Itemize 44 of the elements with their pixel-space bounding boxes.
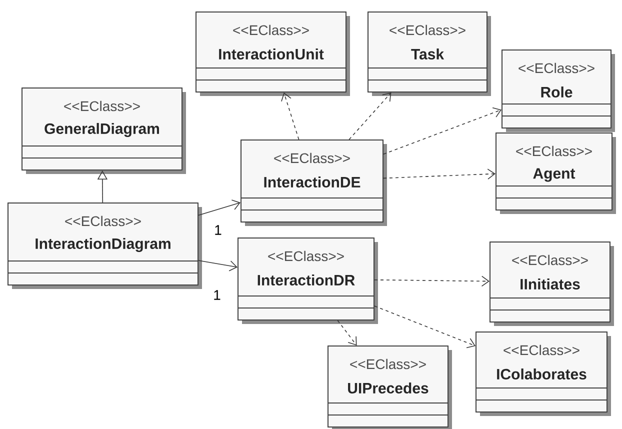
dependency-arrow	[374, 276, 490, 287]
stereotype-label: <<EClass>>	[64, 100, 140, 112]
dependency-arrow	[281, 92, 300, 140]
class-name: InteractionDR	[258, 274, 355, 286]
dependency-arrow	[383, 168, 496, 180]
class-box	[502, 50, 615, 132]
stereotype-label: <<EClass>>	[518, 62, 594, 74]
class-name: Task	[411, 48, 444, 60]
class-box	[8, 202, 202, 289]
stereotype-label: <<EClass>>	[350, 358, 426, 370]
class-box	[328, 346, 452, 429]
class-name: Role	[541, 86, 572, 98]
class-name: InteractionDiagram	[36, 238, 170, 252]
class-name: InteractionUnit	[219, 48, 324, 60]
class-box	[496, 132, 616, 214]
stereotype-label: <<EClass>>	[512, 254, 588, 266]
dependency-arrow	[337, 320, 357, 346]
class-name: InteractionDE	[264, 176, 360, 188]
association-arrow	[198, 200, 240, 216]
class-box	[240, 140, 387, 226]
class-box	[490, 242, 614, 326]
stereotype-label: <<EClass>>	[516, 146, 592, 156]
multiplicity-label: 1	[212, 289, 222, 301]
multiplicity-label: 1	[213, 224, 223, 236]
stereotype-label: <<EClass>>	[274, 152, 350, 164]
class-name: IInitiates	[520, 278, 580, 290]
dependency-arrow	[383, 107, 502, 155]
class-box	[22, 88, 186, 174]
class-name: IColaborates	[497, 368, 586, 380]
stereotype-label: <<EClass>>	[504, 344, 580, 356]
stereotype-label: <<EClass>>	[390, 24, 466, 36]
stereotype-label: <<EClass>>	[233, 24, 309, 36]
class-box	[238, 238, 378, 324]
dependency-arrow	[374, 306, 476, 348]
stereotype-label: <<EClass>>	[65, 216, 141, 226]
class-name: Agent	[533, 168, 576, 182]
class-box	[368, 12, 491, 96]
class-box	[476, 332, 611, 416]
association-arrow	[198, 260, 238, 272]
class-box	[196, 12, 350, 96]
dependency-arrow	[348, 92, 392, 140]
stereotype-label: <<EClass>>	[268, 250, 344, 262]
class-name: UIPrecedes	[348, 382, 428, 394]
class-name: GeneralDiagram	[44, 122, 159, 138]
